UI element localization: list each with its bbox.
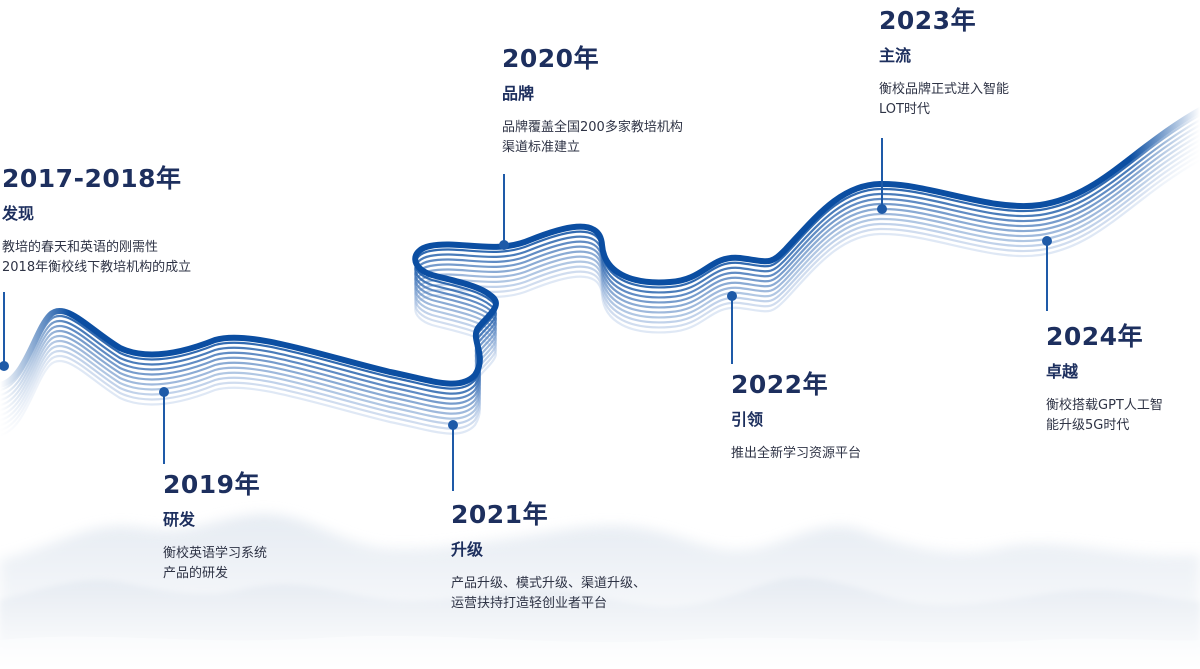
ribbon-layer bbox=[0, 128, 1200, 407]
milestone-description-line: 产品升级、模式升级、渠道升级、 bbox=[451, 576, 647, 591]
milestone-2017-2018: 2017-2018年 发现 教培的春天和英语的刚需性 2018年衡校线下教培机构… bbox=[2, 164, 191, 278]
milestone-year: 2019年 bbox=[163, 470, 261, 499]
stem-2017 bbox=[3, 292, 5, 364]
milestone-description-line: 推出全新学习资源平台 bbox=[731, 446, 862, 461]
ribbon-layer bbox=[0, 148, 1200, 427]
milestone-description-line: 2018年衡校线下教培机构的成立 bbox=[2, 260, 192, 275]
marker-dot-2017 bbox=[0, 361, 9, 371]
ribbon-layer bbox=[0, 123, 1200, 402]
milestone-description: 衡校英语学习系统 产品的研发 bbox=[163, 544, 267, 584]
stem-2021 bbox=[452, 425, 454, 491]
milestone-description: 产品升级、模式升级、渠道升级、 运营扶持打造轻创业者平台 bbox=[451, 574, 646, 614]
ribbon-layer bbox=[0, 107, 1200, 388]
milestone-2020: 2020年 品牌 品牌覆盖全国200多家教培机构 渠道标准建立 bbox=[502, 44, 683, 158]
marker-dot-2022 bbox=[727, 291, 737, 301]
milestone-description: 衡校品牌正式进入智能 LOT时代 bbox=[879, 80, 1009, 120]
ribbon-layer bbox=[0, 143, 1200, 422]
milestone-title: 主流 bbox=[879, 46, 912, 65]
ribbon-layer bbox=[0, 133, 1200, 412]
milestone-2022: 2022年 引领 推出全新学习资源平台 bbox=[731, 370, 861, 464]
milestone-title: 发现 bbox=[2, 204, 35, 223]
ribbon-layer bbox=[0, 153, 1200, 432]
milestone-2019: 2019年 研发 衡校英语学习系统 产品的研发 bbox=[163, 470, 267, 584]
marker-dot-2019 bbox=[159, 387, 169, 397]
milestone-title: 研发 bbox=[163, 510, 196, 529]
ribbon-layer bbox=[0, 118, 1200, 397]
milestone-year: 2020年 bbox=[502, 44, 600, 73]
ribbon-layer bbox=[0, 113, 1200, 392]
milestone-description: 品牌覆盖全国200多家教培机构 渠道标准建立 bbox=[502, 118, 683, 158]
milestone-description-line: 运营扶持打造轻创业者平台 bbox=[451, 596, 608, 611]
timeline-ribbon bbox=[0, 107, 1200, 437]
milestone-title: 卓越 bbox=[1046, 362, 1079, 381]
milestone-year: 2023年 bbox=[879, 6, 977, 35]
ribbon-layer bbox=[0, 158, 1200, 437]
milestone-description-line: 产品的研发 bbox=[163, 566, 229, 581]
marker-dot-2020 bbox=[499, 240, 509, 250]
milestone-description-line: 品牌覆盖全国200多家教培机构 bbox=[502, 120, 683, 135]
milestone-description: 推出全新学习资源平台 bbox=[731, 444, 861, 464]
milestone-title: 升级 bbox=[451, 540, 484, 559]
milestone-description-line: 能升级5G时代 bbox=[1046, 418, 1130, 433]
milestone-description: 教培的春天和英语的刚需性 2018年衡校线下教培机构的成立 bbox=[2, 238, 191, 278]
milestone-title: 引领 bbox=[731, 410, 764, 429]
marker-dot-2024 bbox=[1042, 236, 1052, 246]
marker-dot-2021 bbox=[448, 420, 458, 430]
milestone-description: 衡校搭载GPT人工智 能升级5G时代 bbox=[1046, 396, 1163, 436]
stem-2022 bbox=[731, 296, 733, 364]
milestone-year: 2024年 bbox=[1046, 322, 1144, 351]
milestone-description-line: 衡校英语学习系统 bbox=[163, 546, 268, 561]
stem-2020 bbox=[503, 174, 505, 244]
marker-dot-2023 bbox=[877, 204, 887, 214]
milestone-2023: 2023年 主流 衡校品牌正式进入智能 LOT时代 bbox=[879, 6, 1009, 120]
mountain-backdrop bbox=[0, 514, 1200, 669]
milestone-description-line: 渠道标准建立 bbox=[502, 140, 581, 155]
milestone-year: 2022年 bbox=[731, 370, 829, 399]
milestone-description-line: 衡校搭载GPT人工智 bbox=[1046, 398, 1163, 413]
milestone-year: 2017-2018年 bbox=[2, 164, 182, 193]
stem-2024 bbox=[1046, 241, 1048, 311]
stem-2023 bbox=[881, 138, 883, 208]
milestone-description-line: LOT时代 bbox=[879, 102, 930, 117]
stem-2019 bbox=[163, 392, 165, 464]
milestone-2024: 2024年 卓越 衡校搭载GPT人工智 能升级5G时代 bbox=[1046, 322, 1163, 436]
milestone-description-line: 衡校品牌正式进入智能 bbox=[879, 82, 1010, 97]
milestone-title: 品牌 bbox=[502, 84, 535, 103]
milestone-description-line: 教培的春天和英语的刚需性 bbox=[2, 240, 159, 255]
milestone-year: 2021年 bbox=[451, 500, 549, 529]
milestone-2021: 2021年 升级 产品升级、模式升级、渠道升级、 运营扶持打造轻创业者平台 bbox=[451, 500, 646, 614]
